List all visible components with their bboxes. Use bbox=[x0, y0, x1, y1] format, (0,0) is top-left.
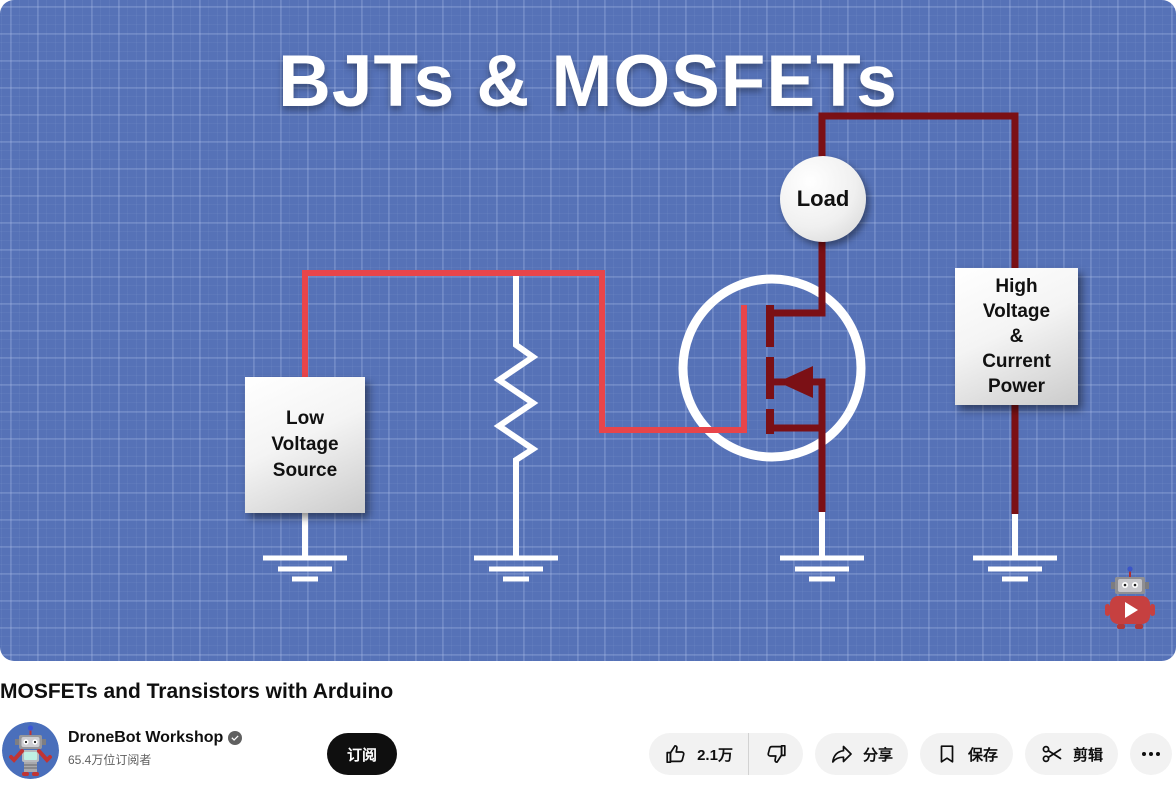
channel-info: DroneBot Workshop 65.4万位订阅者 bbox=[68, 727, 243, 768]
load-label: Load bbox=[796, 186, 850, 211]
video-meta-row: DroneBot Workshop 65.4万位订阅者 订阅 bbox=[0, 722, 1176, 780]
low-voltage-source-box: Low Voltage Source bbox=[245, 377, 365, 513]
mosfet-body-arrow bbox=[778, 366, 813, 398]
save-label: 保存 bbox=[967, 746, 998, 764]
lvs-line: Source bbox=[272, 460, 338, 481]
lvs-line: Low bbox=[286, 408, 324, 429]
share-button[interactable]: 分享 bbox=[815, 733, 908, 775]
like-button[interactable]: 2.1万 bbox=[649, 733, 748, 775]
clip-label: 剪辑 bbox=[1072, 746, 1103, 764]
like-count: 2.1万 bbox=[697, 746, 733, 764]
subscribe-button[interactable]: 订阅 bbox=[327, 733, 398, 775]
scissors-icon bbox=[1042, 745, 1062, 763]
thumbs-down-icon bbox=[767, 744, 786, 764]
hv-line: Voltage bbox=[982, 301, 1051, 322]
dronebot-watermark-icon bbox=[1105, 566, 1155, 629]
white-wires bbox=[302, 271, 1018, 558]
pill-divider bbox=[747, 733, 749, 775]
channel-name[interactable]: DroneBot Workshop bbox=[68, 729, 224, 746]
video-player[interactable]: BJTs & MOSFETs Load Low Voltage Source H… bbox=[0, 0, 1176, 661]
thumbs-up-icon bbox=[666, 744, 685, 764]
hv-line: & bbox=[1009, 326, 1024, 347]
more-actions-button[interactable] bbox=[1130, 733, 1172, 775]
share-pill: 分享 bbox=[814, 733, 908, 775]
clip-pill: 剪辑 bbox=[1024, 733, 1118, 775]
subscriber-count: 65.4万位订阅者 bbox=[68, 753, 152, 767]
mosfet-circle bbox=[678, 274, 866, 462]
circuit-diagram bbox=[263, 112, 1057, 582]
resistor bbox=[493, 271, 539, 558]
more-dots-icon bbox=[1142, 752, 1160, 756]
verified-check-icon bbox=[228, 731, 243, 745]
ground-symbols bbox=[263, 555, 1057, 582]
dislike-button[interactable] bbox=[749, 733, 803, 775]
video-title: MOSFETs and Transistors with Arduino bbox=[0, 680, 394, 703]
load-component: Load bbox=[780, 156, 866, 242]
high-voltage-power-box: High Voltage & Current Power bbox=[955, 268, 1078, 405]
lvs-line: Voltage bbox=[271, 434, 339, 455]
like-dislike-pill: 2.1万 bbox=[649, 733, 803, 775]
save-button[interactable]: 保存 bbox=[920, 733, 1013, 775]
subscribe-label: 订阅 bbox=[347, 746, 378, 764]
action-bar: 2.1万 分享 bbox=[649, 733, 1172, 775]
dronebot-avatar-icon bbox=[2, 722, 59, 779]
share-label: 分享 bbox=[862, 746, 893, 764]
bookmark-icon bbox=[940, 745, 954, 763]
clip-button[interactable]: 剪辑 bbox=[1025, 733, 1118, 775]
thumbnail-title: BJTs & MOSFETs bbox=[278, 41, 898, 122]
gate-signal-wire bbox=[302, 270, 747, 433]
share-arrow-icon bbox=[831, 745, 852, 763]
hv-line: Power bbox=[987, 376, 1046, 397]
hv-line: High bbox=[995, 276, 1038, 297]
channel-avatar[interactable] bbox=[2, 722, 59, 779]
hv-line: Current bbox=[982, 351, 1051, 372]
save-pill: 保存 bbox=[919, 733, 1013, 775]
